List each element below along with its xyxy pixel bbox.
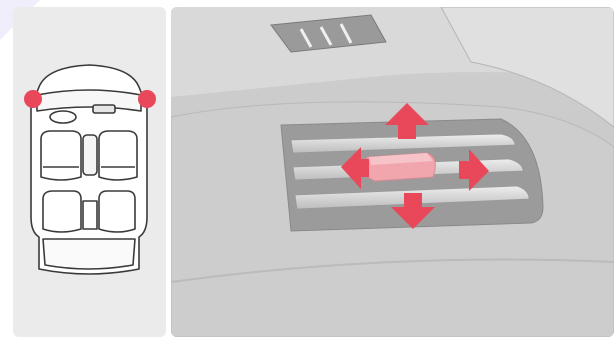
steering-wheel	[50, 111, 76, 123]
front-right-seat	[99, 131, 137, 180]
front-right-vent-marker	[138, 90, 156, 108]
seat-map-panel	[13, 7, 166, 337]
car-top-view-diagram	[13, 7, 166, 337]
rear-right-seat	[99, 191, 135, 232]
center-console	[83, 135, 97, 175]
vent-illustration-panel	[171, 7, 614, 337]
front-left-seat	[41, 131, 81, 180]
rear-middle-seat	[83, 201, 97, 229]
rear-left-seat	[43, 191, 81, 232]
center-screen	[93, 105, 115, 113]
air-vent-illustration	[171, 7, 614, 337]
rear-trunk	[43, 239, 135, 269]
front-left-vent-marker	[24, 90, 42, 108]
